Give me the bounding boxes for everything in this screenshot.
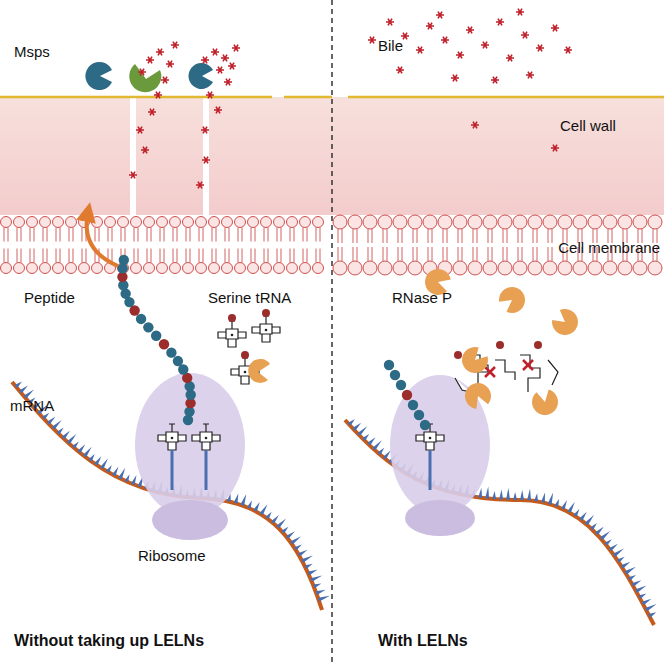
msp-protein: [85, 62, 112, 90]
part-label: Peptide: [24, 290, 75, 307]
ribosome-large: [135, 373, 245, 517]
ribosome-small: [152, 500, 228, 540]
cell-wall: [0, 97, 332, 215]
part-label: Ribosome: [138, 548, 206, 565]
part-label: mRNA: [10, 398, 54, 415]
part-label: RNase P: [392, 290, 452, 307]
msp-protein: [129, 64, 161, 92]
panel-divider: [331, 0, 333, 664]
wall-pore: [130, 97, 136, 215]
panel-caption: With LELNs: [378, 632, 468, 650]
cell-wall: [332, 97, 664, 215]
msp-protein: [188, 63, 213, 89]
part-label: Serine tRNA: [208, 290, 291, 307]
ribosome-small: [405, 500, 475, 536]
part-label: Cell membrane: [558, 240, 660, 257]
panel-caption: Without taking up LELNs: [14, 632, 204, 650]
part-label: Msps: [14, 44, 50, 61]
secretion-arrow: [87, 212, 118, 266]
wall-pore: [203, 97, 209, 215]
part-label: Bile: [378, 38, 403, 55]
part-label: Cell wall: [560, 118, 616, 135]
